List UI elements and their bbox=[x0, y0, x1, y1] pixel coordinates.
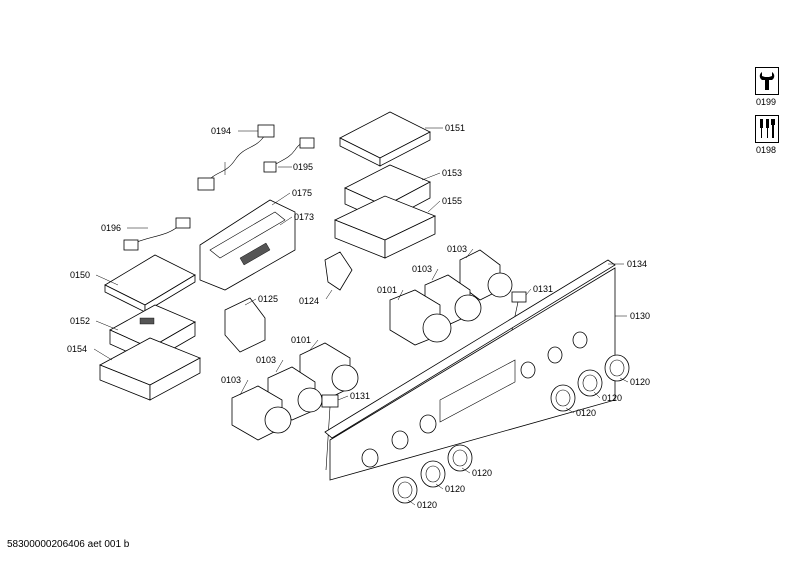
label-0150: 0150 bbox=[70, 270, 90, 280]
label-0154: 0154 bbox=[67, 344, 87, 354]
icon-label-0199: 0199 bbox=[756, 97, 777, 107]
wrench-icon[interactable] bbox=[755, 67, 779, 95]
control-panel-0130[interactable] bbox=[329, 267, 616, 481]
label-0155: 0155 bbox=[442, 196, 462, 206]
rail-strip-0134[interactable] bbox=[324, 259, 616, 439]
icon-label-0198: 0198 bbox=[756, 145, 777, 155]
label-0125: 0125 bbox=[258, 294, 278, 304]
cable-0131-lower[interactable] bbox=[321, 394, 339, 471]
switch-0103-lower-b[interactable] bbox=[231, 385, 292, 441]
module-base-0154[interactable] bbox=[99, 337, 201, 401]
label-0103-lower-a: 0103 bbox=[256, 355, 276, 365]
leader-lines bbox=[93, 127, 629, 506]
label-0194: 0194 bbox=[211, 126, 231, 136]
knob-ring-0120-e[interactable] bbox=[420, 460, 446, 488]
knob-ring-0120-d[interactable] bbox=[447, 444, 473, 472]
label-0153: 0153 bbox=[442, 168, 462, 178]
label-0101-lower: 0101 bbox=[291, 335, 311, 345]
label-0173: 0173 bbox=[294, 212, 314, 222]
label-0120-e: 0120 bbox=[445, 484, 465, 494]
module-cover-0151[interactable] bbox=[339, 111, 431, 167]
label-0124: 0124 bbox=[299, 296, 319, 306]
label-0151: 0151 bbox=[445, 123, 465, 133]
label-0195: 0195 bbox=[293, 162, 313, 172]
knob-ring-0120-f[interactable] bbox=[392, 476, 418, 504]
wire-harness-0194[interactable] bbox=[197, 124, 275, 191]
bracket-0124[interactable] bbox=[324, 251, 353, 291]
module-base-0155[interactable] bbox=[334, 195, 436, 259]
screwdriver-tools-icon[interactable] bbox=[755, 115, 779, 143]
label-0120-c: 0120 bbox=[576, 408, 596, 418]
label-0175: 0175 bbox=[292, 188, 312, 198]
label-0103-lower-b: 0103 bbox=[221, 375, 241, 385]
part-labels: 0194 0195 0175 0173 0196 0150 0152 0154 … bbox=[67, 123, 650, 510]
label-0120-a: 0120 bbox=[630, 377, 650, 387]
label-0130: 0130 bbox=[630, 311, 650, 321]
switch-0101-upper[interactable] bbox=[389, 289, 452, 346]
knob-ring-0120-b[interactable] bbox=[577, 369, 603, 397]
label-0120-d: 0120 bbox=[472, 468, 492, 478]
control-board-0175[interactable] bbox=[199, 199, 296, 291]
knob-ring-0120-a[interactable] bbox=[604, 354, 630, 382]
label-0120-b: 0120 bbox=[602, 393, 622, 403]
label-0131-upper: 0131 bbox=[533, 284, 553, 294]
switch-0103-upper-a[interactable] bbox=[459, 249, 513, 301]
label-0131-lower: 0131 bbox=[350, 391, 370, 401]
module-cover-0150[interactable] bbox=[104, 254, 196, 313]
bracket-0125[interactable] bbox=[224, 297, 266, 353]
label-0196: 0196 bbox=[101, 223, 121, 233]
wire-harness-0196[interactable] bbox=[123, 217, 191, 251]
label-0152: 0152 bbox=[70, 316, 90, 326]
label-0134: 0134 bbox=[627, 259, 647, 269]
knob-ring-0120-c[interactable] bbox=[550, 384, 576, 412]
document-code: 58300000206406 aet 001 b bbox=[7, 539, 130, 550]
label-0101-upper: 0101 bbox=[377, 285, 397, 295]
label-0103-upper-b: 0103 bbox=[412, 264, 432, 274]
wire-harness-0195[interactable] bbox=[263, 137, 315, 173]
label-0103-upper-a: 0103 bbox=[447, 244, 467, 254]
label-0120-f: 0120 bbox=[417, 500, 437, 510]
